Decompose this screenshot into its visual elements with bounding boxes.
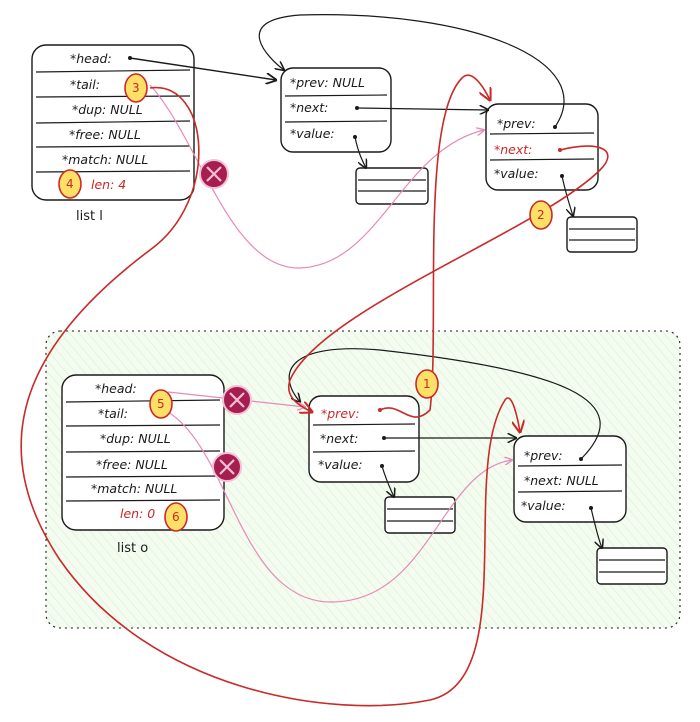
list-o-field-match: *match: NULL (91, 481, 177, 496)
arrow-node2-prev-to-node1 (258, 14, 565, 128)
step-badge-2: 2 (529, 200, 553, 230)
node-4-value: *value: (521, 498, 566, 513)
node-3-value: *value: (318, 457, 363, 472)
svg-text:2: 2 (537, 208, 545, 222)
value-block-3 (384, 496, 456, 534)
node-2: *prev: *next: *value: (485, 103, 599, 191)
arrow-node4-value (590, 507, 602, 548)
list-l-len: len: 4 (91, 177, 126, 192)
arrow-l-head-to-node1 (129, 57, 276, 80)
svg-text:3: 3 (132, 81, 140, 95)
value-block-4 (596, 547, 668, 585)
node-1-value: *value: (290, 126, 335, 141)
list-l-caption: list l (76, 209, 103, 224)
step-badge-6: 6 (164, 502, 188, 532)
node-2-next: *next: (494, 142, 532, 157)
node-1-next: *next: (290, 100, 328, 115)
svg-text:5: 5 (157, 397, 165, 411)
node-4-prev: *prev: (524, 448, 563, 463)
arrow-node3-value (381, 465, 394, 497)
node-2-value: *value: (494, 166, 539, 181)
red-arrow-node2-next-to-node3 (288, 145, 609, 412)
arrow-node1-value (354, 136, 366, 168)
new-red-pointers (20, 74, 609, 707)
svg-text:1: 1 (423, 377, 431, 391)
list-o-caption: list o (117, 541, 148, 556)
arrow-node2-value (561, 175, 573, 216)
node-3: *prev: *next: *value: (308, 395, 420, 483)
node-1-prev: *prev: NULL (290, 75, 365, 90)
node-4-next: *next: NULL (524, 473, 599, 488)
node-3-prev: *prev: (321, 406, 360, 421)
list-l-field-dup: *dup: NULL (72, 102, 143, 117)
red-arrow-l-tail-to-node4 (20, 87, 520, 707)
cross-circle-icon (212, 452, 242, 482)
list-l-field-free: *free: NULL (69, 127, 141, 142)
step-badge-1: 1 (415, 369, 439, 399)
list-o-field-tail: *tail: (98, 406, 128, 421)
node-1: *prev: NULL *next: *value: (280, 67, 392, 153)
list-o-field-free: *free: NULL (96, 457, 168, 472)
node-3-next: *next: (320, 431, 358, 446)
cross-circle-icon (199, 159, 229, 189)
step-badge-3: 3 (124, 73, 148, 103)
pink-arrow-l-tail-to-node2 (149, 84, 484, 269)
list-l-field-match: *match: NULL (62, 152, 148, 167)
node-2-prev: *prev: (497, 116, 536, 131)
list-o-len: len: 0 (120, 506, 155, 521)
list-o-field-dup: *dup: NULL (100, 431, 171, 446)
step-badge-5: 5 (149, 389, 173, 419)
list-l-field-tail: *tail: (70, 77, 100, 92)
list-o-field-head: *head: (95, 381, 137, 396)
black-pointer-arrows (128, 14, 602, 548)
cross-circle-icon (222, 385, 252, 415)
list-l-struct: *head: *tail: *dup: NULL *free: NULL *ma… (31, 44, 195, 201)
svg-text:4: 4 (66, 177, 74, 191)
list-l-field-head: *head: (70, 51, 112, 66)
list-o-struct: *head: *tail: *dup: NULL *free: NULL *ma… (61, 374, 225, 531)
svg-text:6: 6 (172, 510, 180, 524)
node-4: *prev: *next: NULL *value: (513, 435, 627, 523)
arrow-node1-next-to-node2 (356, 108, 488, 110)
value-block-2 (566, 216, 638, 253)
red-arrow-node3-prev-to-node2 (379, 74, 490, 418)
step-badge-4: 4 (58, 169, 82, 199)
